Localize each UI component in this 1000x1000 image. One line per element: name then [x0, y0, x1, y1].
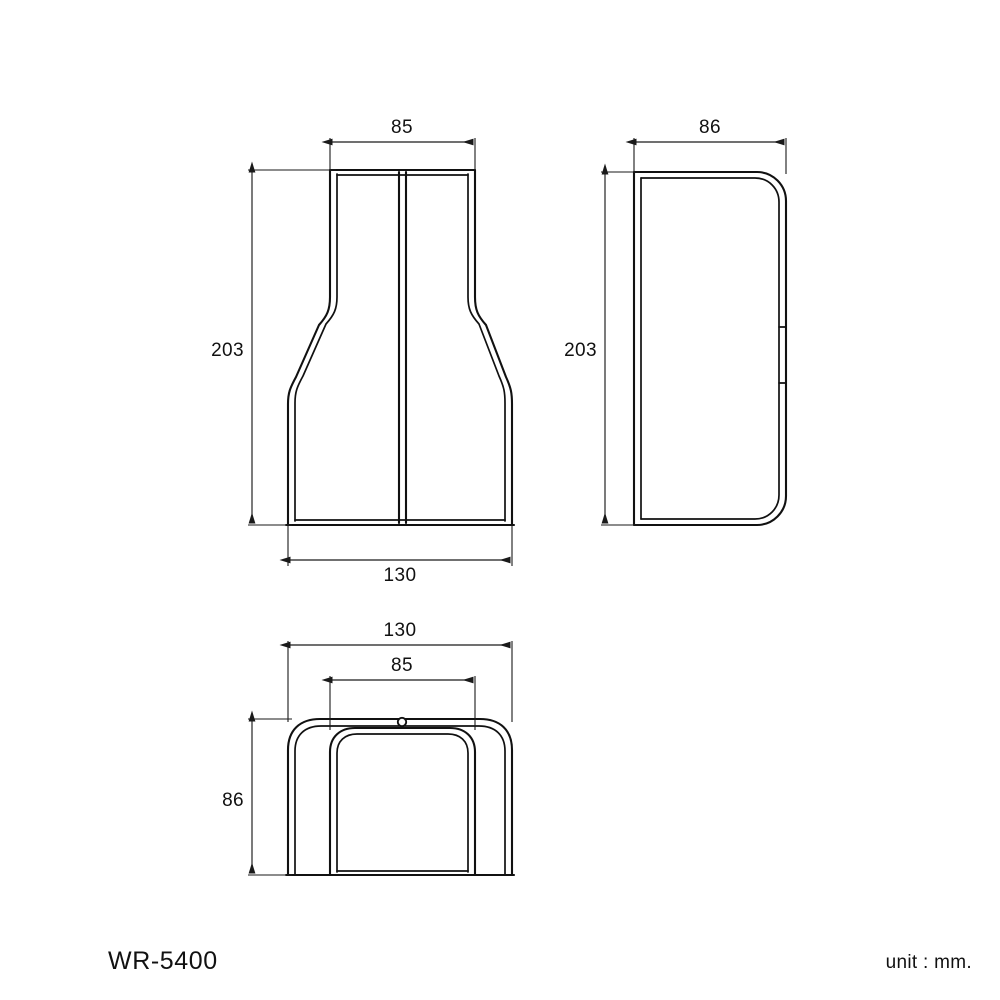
front-view: 85 203 130 [211, 117, 516, 586]
unit-note-label: unit : mm. [885, 952, 972, 973]
top-outer-width-value: 130 [384, 620, 417, 641]
side-view: 86 203 [564, 117, 788, 527]
top-dimension-outer-width: 130 [279, 620, 513, 722]
top-inner-width-value: 85 [391, 655, 413, 676]
center-hole-icon [396, 716, 408, 728]
side-view-outline [632, 170, 788, 527]
side-dimension-height: 203 [564, 163, 640, 526]
top-view-inner-outline [328, 726, 477, 877]
front-top-width-value: 85 [391, 117, 413, 138]
front-view-center-divider [397, 170, 408, 525]
front-height-value: 203 [211, 340, 244, 361]
top-view-outline [284, 717, 516, 877]
side-width-value: 86 [699, 117, 721, 138]
top-dimension-depth: 86 [222, 710, 292, 876]
top-view: 130 85 86 [222, 620, 516, 877]
side-height-value: 203 [564, 340, 597, 361]
side-dimension-width: 86 [625, 117, 787, 174]
front-view-outline [284, 168, 516, 527]
front-dimension-height: 203 [211, 161, 336, 526]
front-dimension-bottom-width: 130 [279, 525, 513, 586]
front-dimension-top-width: 85 [321, 117, 476, 170]
top-dimension-inner-width: 85 [321, 655, 476, 730]
front-bottom-width-value: 130 [384, 565, 417, 586]
side-view-notch-marks [778, 326, 787, 384]
part-number-label: WR-5400 [108, 947, 218, 975]
top-depth-value: 86 [222, 790, 244, 811]
